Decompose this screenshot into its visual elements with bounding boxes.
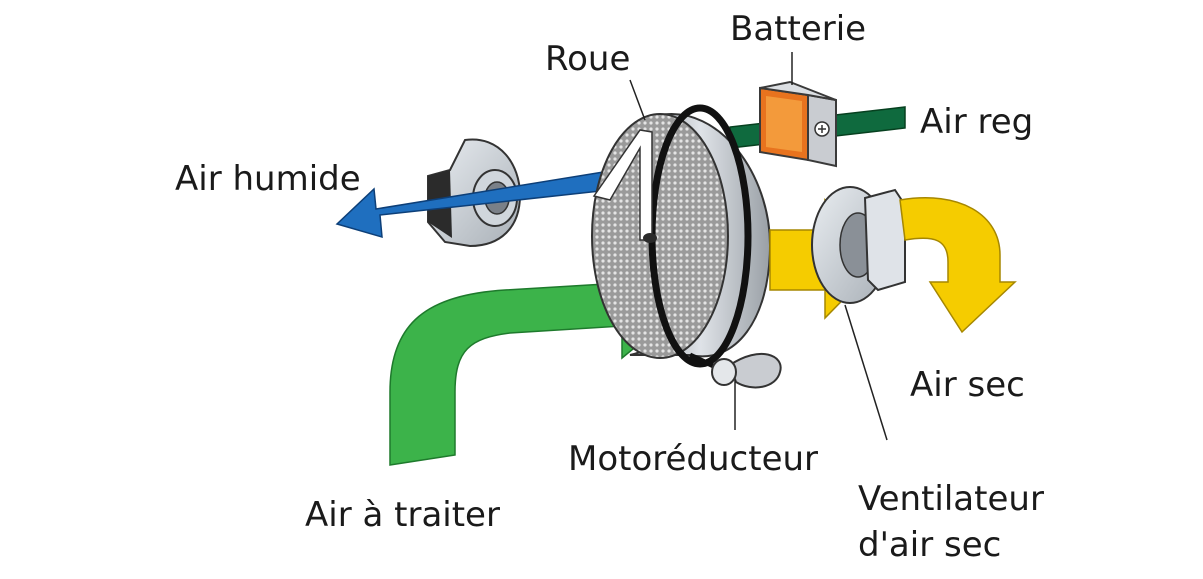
label-humid-air: Air humide bbox=[175, 159, 361, 199]
label-wheel: Roue bbox=[545, 39, 631, 79]
label-process-air: Air à traiter bbox=[305, 495, 500, 535]
gear-motor bbox=[688, 352, 782, 389]
fan-leader-line bbox=[844, 304, 888, 441]
dry-air-outlet-arrow bbox=[899, 197, 1017, 334]
label-dry-fan-line2: d'air sec bbox=[858, 525, 1002, 565]
humid-air-arrow bbox=[335, 167, 629, 239]
dry-air-fan bbox=[811, 186, 906, 304]
label-dry-fan-line1: Ventilateur bbox=[858, 479, 1044, 519]
heater-battery-box bbox=[759, 80, 837, 168]
wheel-leader-line bbox=[629, 79, 646, 121]
label-gear-motor: Motoréducteur bbox=[568, 439, 819, 479]
label-battery: Batterie bbox=[730, 9, 867, 49]
label-regen-air: Air reg bbox=[920, 102, 1034, 142]
label-dry-air: Air sec bbox=[910, 365, 1025, 405]
